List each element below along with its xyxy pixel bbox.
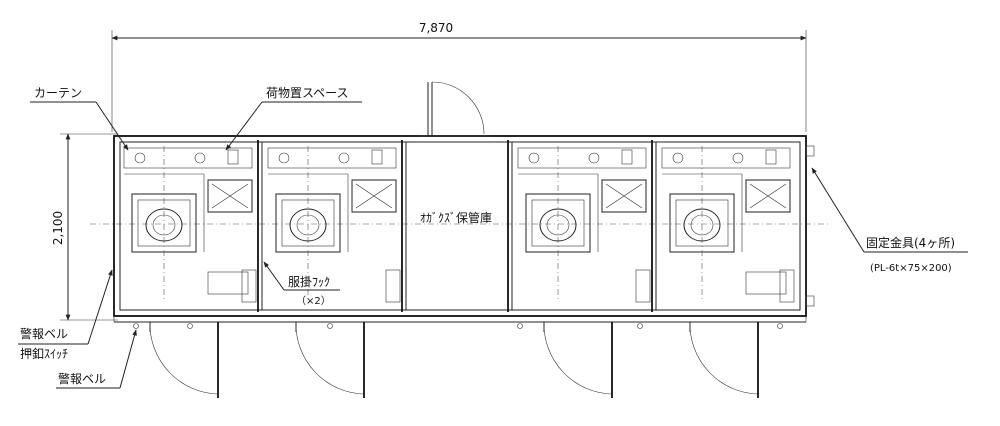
partitions — [257, 140, 657, 312]
toilet-booth-3 — [517, 146, 647, 300]
toilet-booth-2 — [267, 146, 397, 300]
door-booth-2 — [295, 321, 365, 398]
toilet-booth-4 — [661, 146, 791, 300]
sink-booth-4 — [779, 269, 795, 303]
building-shell — [113, 135, 807, 323]
luggage-space-callout: 荷物置スペース — [225, 86, 362, 151]
hook-label: 服掛ﾌｯｸ — [288, 274, 330, 289]
storage-room-label: ｵｶﾞｸｽﾞ保管庫 — [420, 210, 492, 225]
alarm-button-callout: 警報ベル 押釦ｽｲｯﾁ — [18, 269, 113, 361]
hook-qty-label: （×2） — [296, 295, 331, 307]
alarm-button-label-2: 押釦ｽｲｯﾁ — [20, 346, 68, 361]
depth-dimension-label: 2,100 — [51, 211, 65, 245]
alarm-bell-label: 警報ベル — [58, 371, 106, 386]
bottom-fixing-marks — [133, 323, 783, 329]
bracket-mark-bottom — [805, 295, 815, 307]
curtain-callout: カーテン — [30, 86, 129, 151]
depth-dimension: 2,100 — [51, 133, 118, 321]
bracket-mark-top — [805, 145, 815, 157]
sink-booth-2 — [385, 269, 401, 303]
bracket-callout: 固定金具(4ヶ所) (PL-6t×75×200) — [811, 167, 968, 274]
width-dimension-label: 7,870 — [419, 21, 453, 35]
curtain-label: カーテン — [34, 86, 82, 100]
alarm-bell-callout: 警報ベル — [56, 329, 137, 389]
sink-booth-3 — [635, 269, 651, 303]
hook-callout: 服掛ﾌｯｸ （×2） — [263, 261, 340, 307]
toilet-booth-1 — [123, 146, 253, 300]
width-dimension: 7,870 — [111, 21, 807, 132]
bracket-label: 固定金具(4ヶ所) — [866, 235, 955, 250]
luggage-space-label: 荷物置スペース — [266, 86, 349, 100]
storage-door — [420, 81, 490, 137]
alarm-button-label-1: 警報ベル — [20, 326, 68, 341]
bracket-spec-label: (PL-6t×75×200) — [870, 263, 952, 274]
door-booth-3 — [543, 321, 613, 398]
door-booth-1 — [149, 321, 219, 398]
door-booth-4 — [689, 321, 759, 398]
sink-booth-1 — [241, 269, 257, 303]
